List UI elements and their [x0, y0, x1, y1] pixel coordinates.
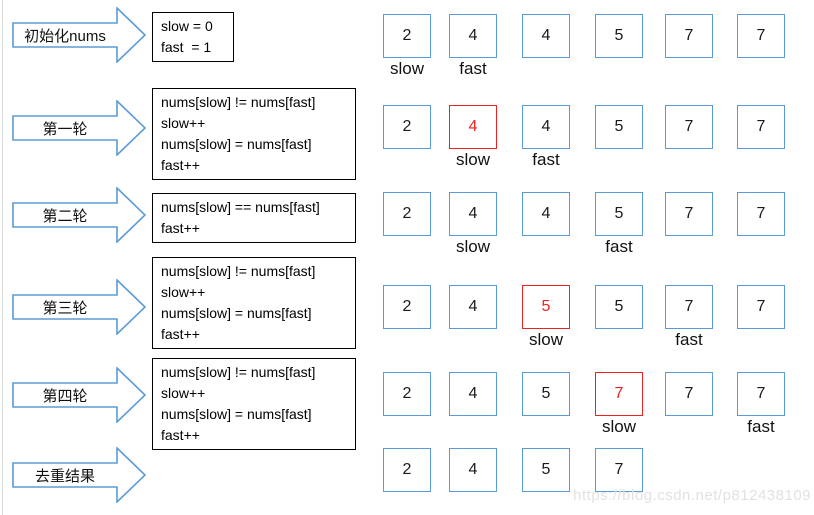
flow-step-round4: 第四轮	[12, 367, 146, 423]
array-cell: 4	[449, 14, 497, 58]
code-line: fast = 1	[161, 39, 212, 55]
step-label: 第四轮	[42, 387, 88, 405]
code-box-round3: nums[slow] != nums[fast] slow++ nums[slow]…	[152, 257, 356, 349]
right-arrow-icon	[12, 447, 146, 503]
code-line: nums[slow] = nums[fast]	[161, 136, 312, 152]
array-cell: 2	[383, 372, 431, 416]
code-box-round1: nums[slow] != nums[fast] slow++ nums[slow]…	[152, 88, 356, 180]
code-line: slow++	[161, 385, 206, 401]
array-cell: 5	[595, 14, 643, 58]
code-line: slow = 0	[161, 18, 213, 34]
right-arrow-icon	[12, 279, 146, 335]
array-cell: 7	[665, 14, 713, 58]
flow-step-round2: 第二轮	[12, 187, 146, 243]
right-arrow-icon	[12, 367, 146, 423]
watermark: https://blog.csdn.net/p812438109	[573, 487, 811, 504]
array-cell: 4	[449, 192, 497, 236]
step-label: 第三轮	[42, 299, 88, 317]
slow-pointer-label: slow	[455, 150, 490, 169]
array-cell: 7	[595, 448, 643, 492]
array-cell: 7	[737, 285, 785, 329]
code-line: fast++	[161, 326, 200, 342]
fast-pointer-label: fast	[605, 237, 633, 256]
code-box-round4: nums[slow] != nums[fast] slow++ nums[slow]…	[152, 358, 356, 450]
code-line: nums[slow] = nums[fast]	[161, 406, 312, 422]
step-label: 去重结果	[34, 467, 95, 485]
flow-step-round1: 第一轮	[12, 100, 146, 156]
array-cell: 2	[383, 448, 431, 492]
fast-pointer-label: fast	[747, 417, 775, 436]
right-arrow-icon	[12, 100, 146, 156]
array-cell: 5	[522, 285, 570, 329]
array-cell: 7	[595, 372, 643, 416]
step-label: 初始化nums	[24, 27, 106, 45]
fast-pointer-label: fast	[459, 59, 487, 78]
step-label: 第二轮	[42, 207, 88, 225]
array-cell: 7	[737, 192, 785, 236]
array-cell: 4	[449, 372, 497, 416]
array-cell: 7	[665, 372, 713, 416]
array-cell: 5	[595, 192, 643, 236]
step-label: 第一轮	[42, 120, 88, 138]
array-cell: 2	[383, 14, 431, 58]
fast-pointer-label: fast	[675, 330, 703, 349]
array-cell: 5	[522, 372, 570, 416]
array-cell: 7	[665, 285, 713, 329]
array-cell: 7	[737, 372, 785, 416]
flow-step-init: 初始化nums	[12, 7, 146, 63]
array-cell: 5	[595, 285, 643, 329]
fast-pointer-label: fast	[532, 150, 560, 169]
array-cell: 2	[383, 192, 431, 236]
code-line: nums[slow] != nums[fast]	[161, 94, 316, 110]
right-arrow-icon	[12, 187, 146, 243]
right-arrow-icon	[12, 7, 146, 63]
code-line: nums[slow] = nums[fast]	[161, 305, 312, 321]
flow-step-round3: 第三轮	[12, 279, 146, 335]
array-cell: 5	[595, 105, 643, 149]
code-line: nums[slow] != nums[fast]	[161, 364, 316, 380]
array-cell: 4	[449, 448, 497, 492]
code-line: nums[slow] != nums[fast]	[161, 263, 316, 279]
array-cell: 4	[522, 192, 570, 236]
code-line: slow++	[161, 115, 206, 131]
array-cell: 7	[737, 105, 785, 149]
code-box-init: slow = 0 fast = 1	[152, 12, 234, 62]
array-cell: 4	[449, 105, 497, 149]
array-cell: 4	[522, 14, 570, 58]
slow-pointer-label: slow	[389, 59, 424, 78]
code-line: fast++	[161, 427, 200, 443]
flow-step-result: 去重结果	[12, 447, 146, 503]
slow-pointer-label: slow	[601, 417, 636, 436]
array-cell: 7	[737, 14, 785, 58]
code-line: fast++	[161, 157, 200, 173]
slow-pointer-label: slow	[528, 330, 563, 349]
array-cell: 2	[383, 285, 431, 329]
array-cell: 7	[665, 192, 713, 236]
code-line: fast++	[161, 220, 200, 236]
page-edge-line	[2, 0, 3, 515]
array-cell: 4	[449, 285, 497, 329]
code-box-round2: nums[slow] == nums[fast] fast++	[152, 193, 356, 243]
code-line: slow++	[161, 284, 206, 300]
array-cell: 5	[522, 448, 570, 492]
array-cell: 4	[522, 105, 570, 149]
array-cell: 7	[665, 105, 713, 149]
code-line: nums[slow] == nums[fast]	[161, 199, 320, 215]
array-cell: 2	[383, 105, 431, 149]
slow-pointer-label: slow	[455, 237, 490, 256]
